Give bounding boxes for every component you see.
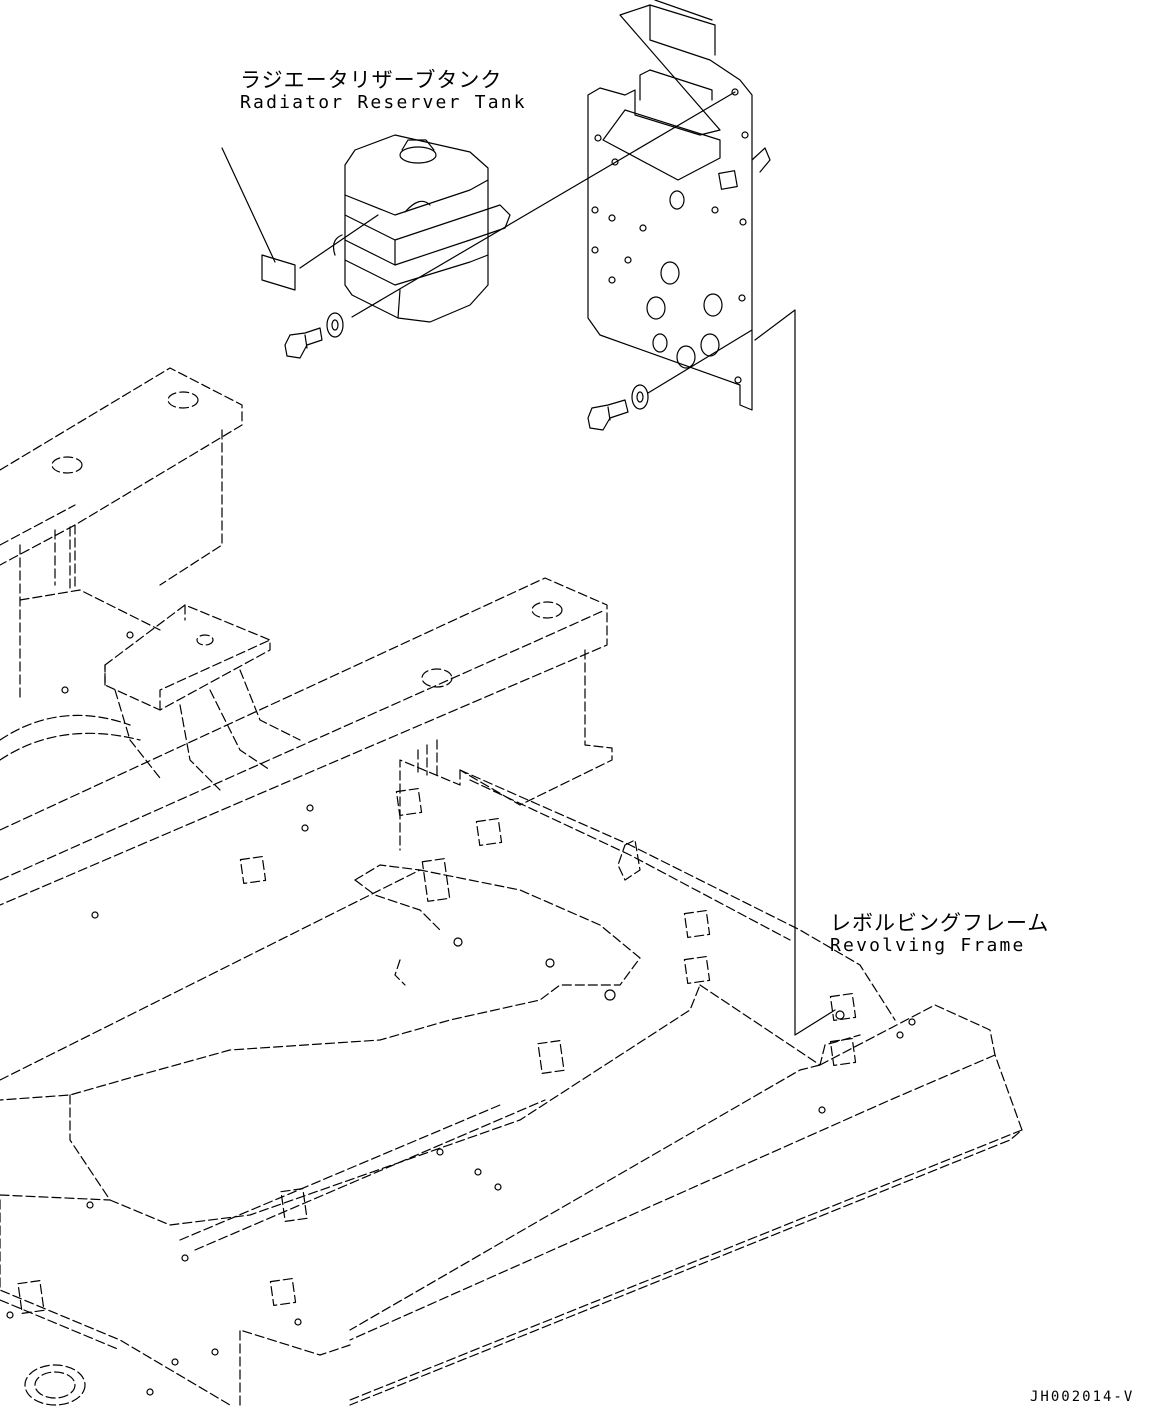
drawing-code: JH002014-V — [1030, 1389, 1135, 1405]
leader-lines — [221, 91, 836, 1036]
bolt-washer-left — [284, 312, 344, 359]
decal-plate — [261, 254, 296, 291]
mounting-bracket — [587, 0, 771, 411]
bolt-washer-right — [587, 384, 649, 431]
frame-label-en: Revolving Frame — [830, 935, 1026, 956]
radiator-reserver-tank — [332, 134, 511, 323]
frame-holes — [6, 631, 916, 1396]
frame-label-jp: レボルビングフレーム — [830, 911, 1050, 935]
tank-label-en: Radiator Reserver Tank — [240, 92, 527, 113]
tank-label-jp: ラジエータリザーブタンク — [240, 68, 503, 92]
revolving-frame — [0, 367, 1023, 1406]
